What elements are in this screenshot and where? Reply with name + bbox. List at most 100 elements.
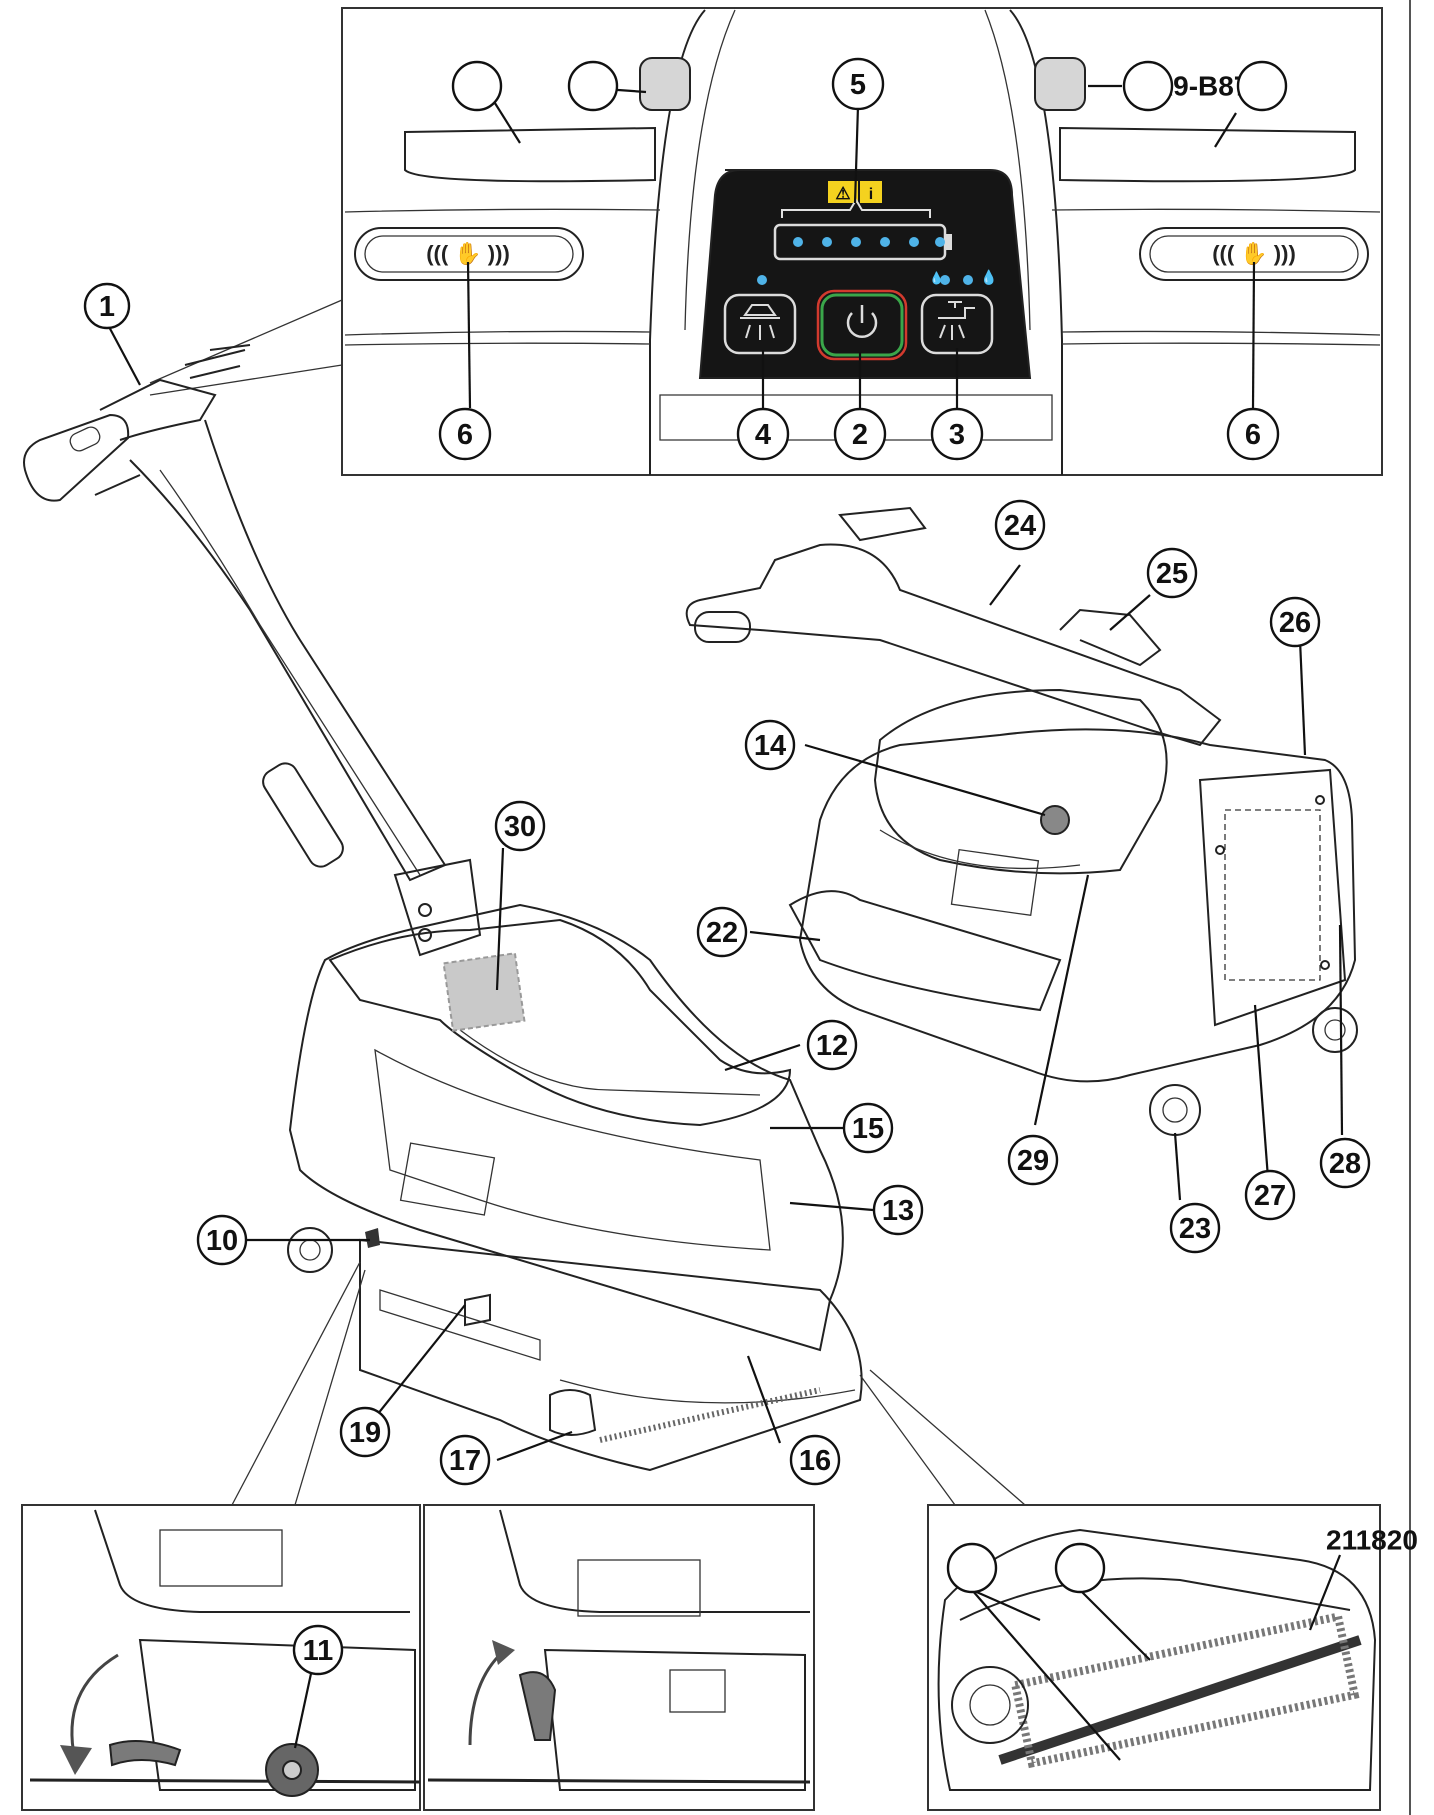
water-button[interactable] — [920, 293, 994, 355]
callout-circle — [696, 906, 748, 958]
callout-circle — [872, 1184, 924, 1236]
handle-head — [99, 378, 217, 441]
front-label — [577, 1559, 701, 1617]
callout-label: 29 — [1017, 1145, 1049, 1177]
inset-frame — [21, 1504, 421, 1811]
callout-circle — [339, 1406, 391, 1458]
brush-bristles — [599, 1387, 821, 1443]
rail-line — [344, 330, 651, 336]
callout-circle — [83, 282, 131, 330]
floor-line — [29, 1778, 421, 1784]
callout-c30: 30 — [494, 800, 546, 852]
right-grip — [1059, 126, 1356, 183]
inset-frame — [423, 1504, 815, 1811]
callout-label: 30 — [504, 811, 536, 843]
callout-label: 16 — [799, 1445, 831, 1477]
rail-line — [1051, 208, 1381, 213]
rear-label — [950, 848, 1040, 917]
pedal-lever — [365, 1228, 380, 1248]
charging-socket — [549, 1389, 597, 1436]
callout-c13: 13 — [872, 1184, 924, 1236]
rail-line — [344, 208, 661, 213]
callout-circle — [833, 407, 887, 461]
callout-circle — [292, 1624, 344, 1676]
water-led — [963, 275, 973, 285]
grip-pad-right — [1034, 57, 1086, 111]
callout-circle — [930, 407, 984, 461]
handle-arch-left — [649, 9, 706, 475]
callout-c25: 25 — [1146, 547, 1198, 599]
callout-c15: 15 — [842, 1102, 894, 1154]
body-outline — [499, 1509, 810, 1613]
callout-c1: 1 — [83, 282, 131, 330]
brush-icon — [740, 304, 780, 319]
callout-circle — [494, 800, 546, 852]
callout-label: 11 — [303, 1635, 334, 1667]
rail-line — [1061, 330, 1381, 336]
hand-sensor-icon: ((( ✋ ))) — [1212, 241, 1296, 266]
handle-arch-right — [1009, 9, 1063, 475]
callout-label: 13 — [882, 1195, 914, 1227]
callout-b1 — [451, 60, 503, 112]
callout-label: 2 — [852, 419, 868, 451]
hand-sensor-icon: ((( ✋ ))) — [426, 241, 510, 266]
callout-c6b: 6 — [1226, 407, 1280, 461]
callout-circle — [806, 1019, 858, 1071]
floor-line — [427, 1778, 811, 1784]
callout-label: 5 — [850, 69, 866, 101]
rear-castor — [1312, 1007, 1358, 1053]
battery-gauge-icon — [773, 223, 952, 261]
rear-castor — [1149, 1084, 1201, 1136]
callout-circle — [1226, 407, 1280, 461]
side-bumper — [788, 890, 1062, 1012]
inset-pointer-line — [859, 1374, 956, 1506]
machine-rear-view — [685, 506, 1358, 1136]
pedal-down — [108, 1740, 182, 1767]
water-led — [940, 275, 950, 285]
leader-lines — [106, 84, 1344, 1761]
front-label — [399, 1142, 496, 1216]
adjustment-knob — [1040, 805, 1070, 835]
handle-shaft — [129, 419, 447, 882]
callout-label: 6 — [457, 419, 473, 451]
callout-circle — [1269, 596, 1321, 648]
callout-label: 14 — [754, 730, 786, 762]
brush-button[interactable] — [723, 293, 797, 355]
callout-circle — [736, 407, 790, 461]
rail-line — [344, 342, 651, 346]
power-button[interactable] — [816, 289, 908, 361]
callout-c10: 10 — [196, 1214, 248, 1266]
inset-pointer-line — [149, 299, 343, 384]
callout-b3 — [1122, 60, 1174, 112]
rear-squeegee — [998, 1635, 1362, 1765]
callout-circle — [789, 1434, 841, 1486]
callout-circle — [1007, 1134, 1059, 1186]
rating-label-area — [442, 952, 526, 1032]
top-cover — [328, 918, 792, 1127]
callout-circle — [744, 719, 796, 771]
part-code-bottom: 211820 — [1326, 1525, 1418, 1556]
callout-circle — [842, 1102, 894, 1154]
arrow-head — [492, 1640, 515, 1665]
callout-label: 27 — [1254, 1180, 1286, 1212]
front-label — [159, 1529, 283, 1587]
callout-b4 — [1236, 60, 1288, 112]
handle-arch-inner-right — [984, 9, 1031, 331]
front-panel — [374, 1048, 771, 1251]
callout-label: 4 — [755, 419, 771, 451]
callout-c11: 11 — [292, 1624, 344, 1676]
callout-label: 28 — [1329, 1148, 1361, 1180]
inset-pointer-line — [149, 364, 343, 396]
pedal-up — [518, 1671, 557, 1741]
callout-c19: 19 — [339, 1406, 391, 1458]
callout-circle — [1122, 60, 1174, 112]
brush-drive — [951, 1666, 1029, 1744]
svg-text:i: i — [869, 186, 873, 203]
callout-label: 1 — [99, 291, 115, 323]
callout-c17: 17 — [439, 1434, 491, 1486]
callout-c23: 23 — [1169, 1202, 1221, 1254]
callout-label: 10 — [206, 1225, 238, 1257]
callout-label: 3 — [949, 419, 965, 451]
inset-pointer-line — [231, 1261, 361, 1506]
